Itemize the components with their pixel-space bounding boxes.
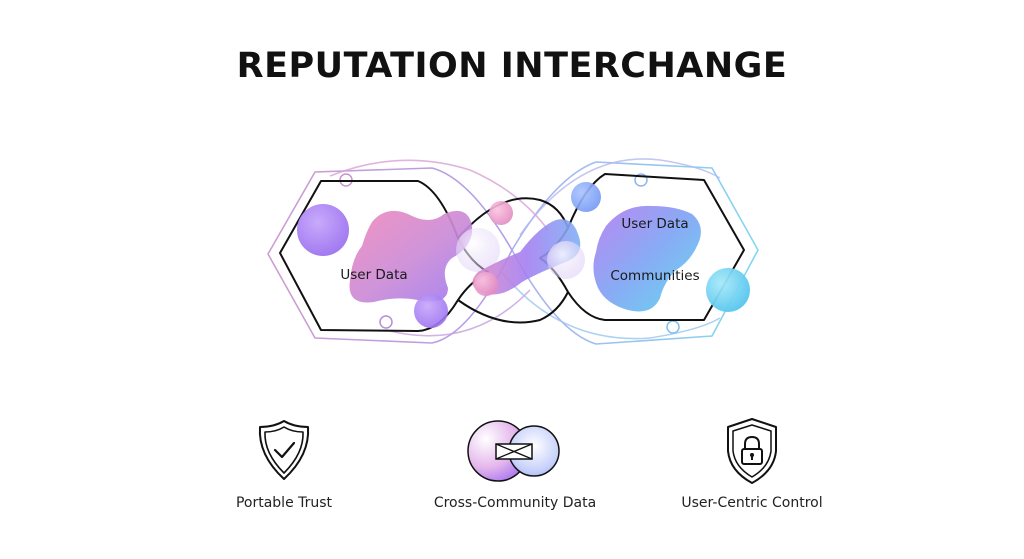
linked-circles-icon <box>467 420 560 482</box>
feature-user-centric-control: User-Centric Control <box>652 415 852 511</box>
glass-orb-left <box>456 228 500 272</box>
cyan-orb <box>706 268 750 312</box>
shield-check-icon <box>258 420 310 480</box>
shield-lock-icon <box>727 418 777 484</box>
swoosh-bottom-left <box>385 289 531 337</box>
right-hexagon-top-label: User Data <box>621 216 688 232</box>
center-bridge <box>456 182 601 296</box>
infinity-cross-upper <box>457 197 569 239</box>
bridge-node-left <box>474 272 498 296</box>
feature-cross-community-data: Cross-Community Data <box>415 415 615 511</box>
outer-ring-right <box>511 161 759 345</box>
infinity-cross-lower <box>457 291 569 324</box>
feature-label: Portable Trust <box>235 495 333 511</box>
page-title: REPUTATION INTERCHANGE <box>236 46 788 86</box>
swoosh-bottom-right <box>499 269 721 340</box>
feature-label: Cross-Community Data <box>433 495 597 511</box>
left-hexagon-label: User Data <box>340 267 407 283</box>
pink-orb-top <box>489 201 513 225</box>
pink-purple-blob <box>349 210 473 303</box>
glass-orb-center <box>547 241 585 279</box>
ring-node <box>379 315 393 329</box>
left-blobs <box>297 204 473 328</box>
swoosh-top-left <box>329 159 549 231</box>
bridge-blob <box>472 219 581 295</box>
swoosh-top-right <box>519 158 721 236</box>
lower-left-orb <box>414 294 448 328</box>
ring-node <box>666 320 680 334</box>
right-blobs <box>593 205 750 312</box>
right-hexagon-bottom-label: Communities <box>610 268 699 284</box>
blue-orb-top <box>571 182 601 212</box>
outer-rings <box>267 158 759 345</box>
feature-label: User-Centric Control <box>681 495 823 511</box>
feature-portable-trust: Portable Trust <box>184 415 384 511</box>
purple-orb <box>297 204 349 256</box>
purple-cyan-blob <box>593 205 701 312</box>
